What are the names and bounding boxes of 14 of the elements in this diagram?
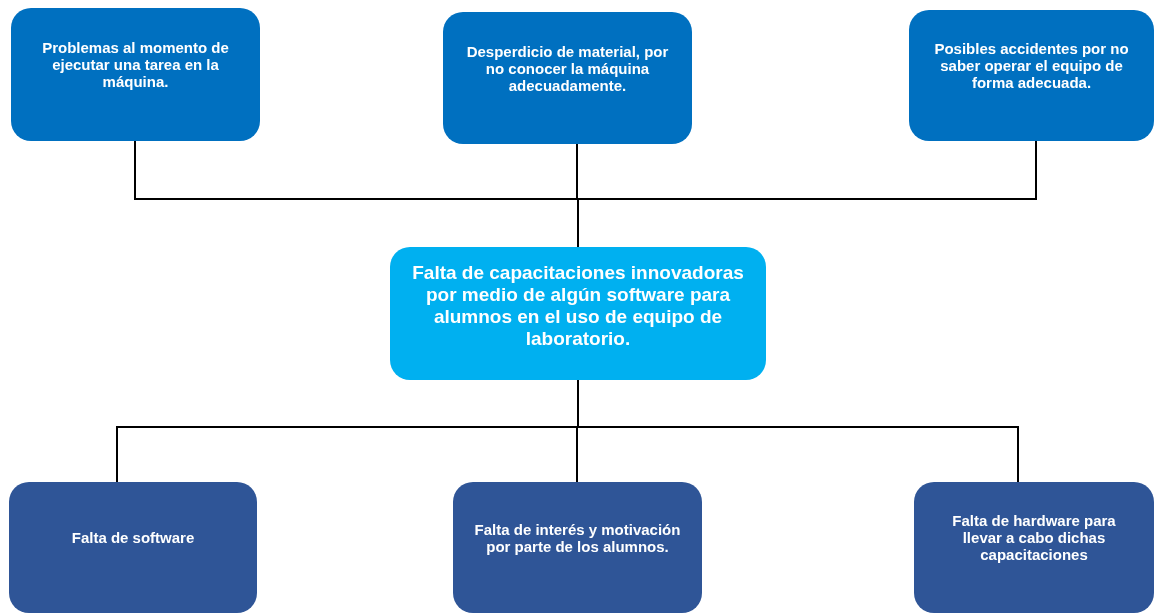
text-box	[9, 482, 257, 613]
box-text: Falta de interés y motivación por parte de los alumnos.	[473, 520, 682, 555]
box-text: Falta de hardware para llevar a cabo dichas capacitaciones	[951, 512, 1117, 563]
text-box	[909, 10, 1154, 141]
box-text: Problemas al momento de ejecutar una tarea en la máquina.	[41, 39, 230, 90]
box-text: Falta de software	[71, 529, 195, 546]
text-box	[914, 482, 1154, 613]
text-box	[443, 12, 692, 144]
box-text: Posibles accidentes por no saber operar el equipo de forma adecuada.	[933, 40, 1130, 91]
box-text: Desperdicio de material, por no conocer la máquina adecuadamente.	[465, 42, 670, 94]
text-box	[11, 8, 260, 141]
box-text: Falta de capacitaciones innovadoras por medio de algún software para alumnos en el uso de equipo de laboratorio.	[411, 261, 745, 350]
text-box	[390, 247, 766, 380]
text-box	[453, 482, 702, 613]
